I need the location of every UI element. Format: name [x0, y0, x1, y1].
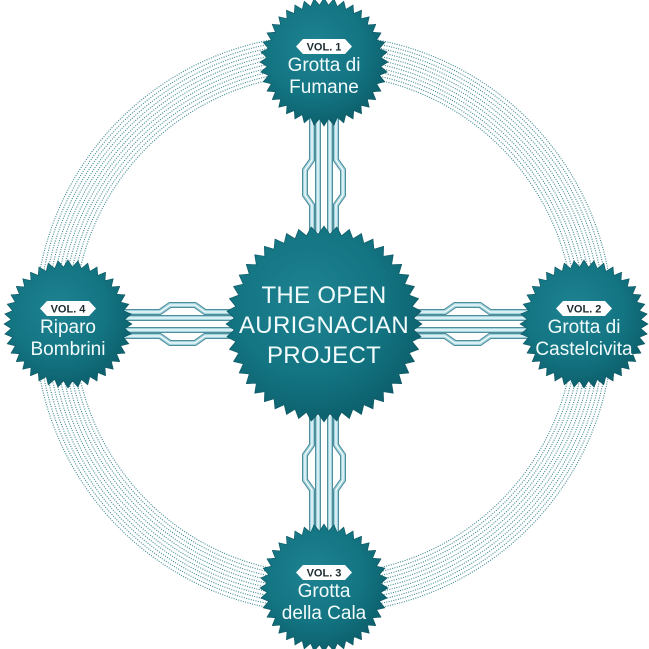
vol1-name-line-2: Fumane [289, 77, 359, 98]
vol1-name-line-1: Grotta di [288, 55, 361, 76]
vol1-badge-label: VOL. 1 [307, 42, 342, 54]
chain-strand [118, 302, 232, 315]
vol4-badge-label: VOL. 4 [51, 304, 87, 316]
node-vol3-grotta-della-cala: VOL. 3 Grotta della Cala [259, 523, 389, 649]
vol3-name-line-2: della Cala [282, 603, 367, 624]
chain-strand [416, 302, 532, 315]
center-node-open-aurignacian-project: THE OPEN AURIGNACIAN PROJECT [225, 225, 423, 423]
node-vol4-riparo-bombrini: VOL. 4 Riparo Bombrini [3, 259, 133, 389]
vol2-name-line-2: Castelcivita [535, 339, 633, 360]
chain-strand [416, 333, 532, 346]
node-vol1-grotta-di-fumane: VOL. 1 Grotta di Fumane [259, 0, 389, 127]
vol2-name-line-1: Grotta di [548, 317, 621, 338]
chain-strand [302, 118, 315, 232]
vol3-gear-shape [259, 523, 389, 649]
chain-strand [333, 118, 346, 232]
center-title-line-3: PROJECT [267, 342, 381, 369]
vol4-name-line-2: Bombrini [31, 339, 106, 360]
vol1-gear-shape [259, 0, 389, 127]
vol2-badge-label: VOL. 2 [567, 304, 602, 316]
chain-strand [302, 416, 315, 532]
vol3-name-line-1: Grotta [298, 581, 351, 602]
center-title-line-1: THE OPEN [261, 282, 386, 309]
vol2-badge [556, 301, 612, 316]
vol4-gear-shape [3, 259, 133, 389]
center-gear-shape [225, 225, 423, 423]
center-title-line-2: AURIGNACIAN [239, 312, 409, 339]
vol4-badge [40, 301, 96, 316]
vol4-name-line-1: Riparo [40, 317, 96, 338]
node-vol2-grotta-di-castelcivita: VOL. 2 Grotta di Castelcivita [519, 259, 649, 389]
vol3-badge [296, 565, 352, 580]
chain-strand [118, 333, 232, 346]
chain-connectors [118, 118, 532, 532]
vol2-gear-shape [519, 259, 649, 389]
vol3-badge-label: VOL. 3 [307, 568, 342, 580]
chain-strand [333, 416, 346, 532]
vol1-badge [296, 39, 352, 54]
